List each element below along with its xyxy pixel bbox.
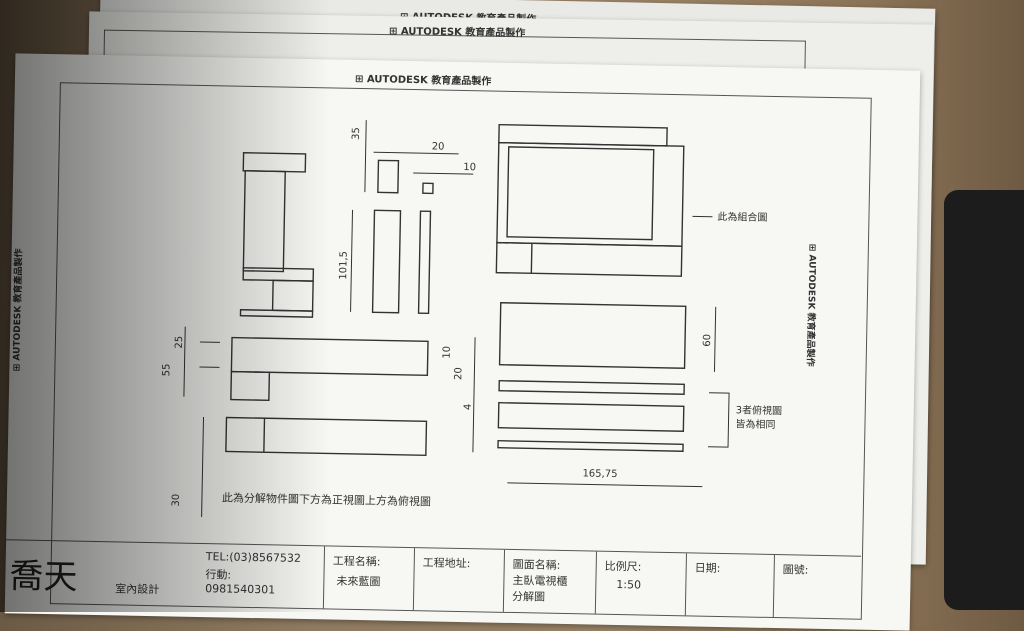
dim-line-165-75	[507, 483, 702, 487]
company-logo: 喬天	[9, 548, 78, 598]
dim-20b: 20	[453, 367, 464, 380]
drawing-name-2: 分解圖	[512, 588, 545, 605]
scale-cell: 比例尺: 1:50	[595, 552, 687, 616]
project-address-label: 工程地址:	[423, 554, 471, 571]
dim-4: 4	[463, 404, 474, 411]
part-panel-4	[499, 381, 684, 395]
scale-label: 比例尺:	[605, 558, 642, 575]
company-tel: TEL:(03)8567532	[206, 550, 301, 565]
title-company-cell: 喬天 室內設計 TEL:(03)8567532 行動: 0981540301	[5, 540, 291, 607]
dim-line-30	[202, 417, 204, 517]
dim-25: 25	[174, 336, 185, 349]
part-panel-60	[500, 303, 686, 369]
dim-line-35	[365, 120, 366, 192]
part-front-leg	[231, 372, 270, 401]
part-combined-base	[496, 243, 682, 277]
drawing-no-cell: 圖號:	[773, 555, 862, 619]
note-caption: 此為分解物件圖下方為正視圖上方為俯視圖	[222, 490, 431, 508]
mobile-number: 0981540301	[205, 582, 275, 596]
part-long-b	[419, 211, 431, 313]
dim-101-5: 101,5	[338, 251, 350, 280]
company-name: 室內設計	[115, 580, 159, 597]
dim-line-60	[714, 307, 715, 372]
dim-30: 30	[171, 494, 182, 507]
date-label: 日期:	[695, 560, 721, 576]
part-front-lower	[226, 417, 427, 455]
mobile-label: 行動:	[205, 566, 231, 582]
part-base-left	[243, 268, 313, 281]
part-long-a	[373, 210, 401, 312]
part-small-b	[423, 183, 433, 193]
drawing-name-1: 主臥電視櫃	[512, 572, 567, 589]
drawing-no-label: 圖號:	[783, 561, 809, 577]
project-name-cell: 工程名稱: 未來藍圖	[323, 546, 415, 610]
part-panel-thin	[498, 441, 683, 452]
part-panel-20	[498, 403, 683, 432]
dim-55: 55	[161, 363, 172, 376]
black-mousepad	[944, 190, 1024, 610]
dim-35: 35	[351, 127, 362, 140]
note-three-same-2: 皆為相同	[735, 417, 775, 431]
dim-line-20	[374, 152, 459, 154]
note-three-same-1: 3者俯視圖	[736, 403, 783, 417]
dim-line-10a	[413, 173, 473, 174]
dim-line-101-5	[351, 210, 353, 312]
part-front-lower-divider	[264, 418, 265, 452]
dim-60: 60	[702, 334, 713, 347]
scale-value: 1:50	[616, 578, 641, 591]
dim-165-75: 165,75	[582, 468, 617, 480]
back-sheet-1-header-text: AUTODESK 教育產品製作	[401, 26, 526, 39]
part-combined-panel	[507, 147, 654, 240]
bracket-three-same	[708, 393, 729, 447]
project-name-label: 工程名稱:	[333, 553, 381, 570]
drawing-name-label: 圖面名稱:	[513, 556, 561, 573]
back-sheet-1-header: ⊞ AUTODESK 教育產品製作	[389, 22, 526, 39]
dim-10a: 10	[463, 162, 476, 173]
note-combined: 此為組合圖	[717, 210, 767, 224]
part-combined-divider	[531, 243, 532, 273]
front-sheet: ⊞ AUTODESK 教育產品製作 ⊞ AUTODESK 教育產品製作 ⊞ AU…	[5, 53, 921, 630]
part-drawer-left	[273, 280, 314, 311]
date-cell: 日期:	[685, 553, 775, 617]
drawing-name-cell: 圖面名稱: 主臥電視櫃 分解圖	[503, 550, 597, 614]
part-top-left	[243, 153, 305, 172]
project-address-cell: 工程地址:	[413, 548, 505, 612]
dim-line-stack	[473, 337, 475, 452]
dim-20: 20	[432, 141, 445, 152]
part-combined-body	[497, 143, 684, 247]
part-small-a	[378, 160, 399, 192]
project-name-value: 未來藍圖	[336, 573, 380, 590]
part-front-upper	[231, 338, 428, 376]
part-side-left	[243, 171, 285, 272]
part-plinth-left	[240, 310, 312, 317]
dim-10b: 10	[442, 346, 453, 359]
